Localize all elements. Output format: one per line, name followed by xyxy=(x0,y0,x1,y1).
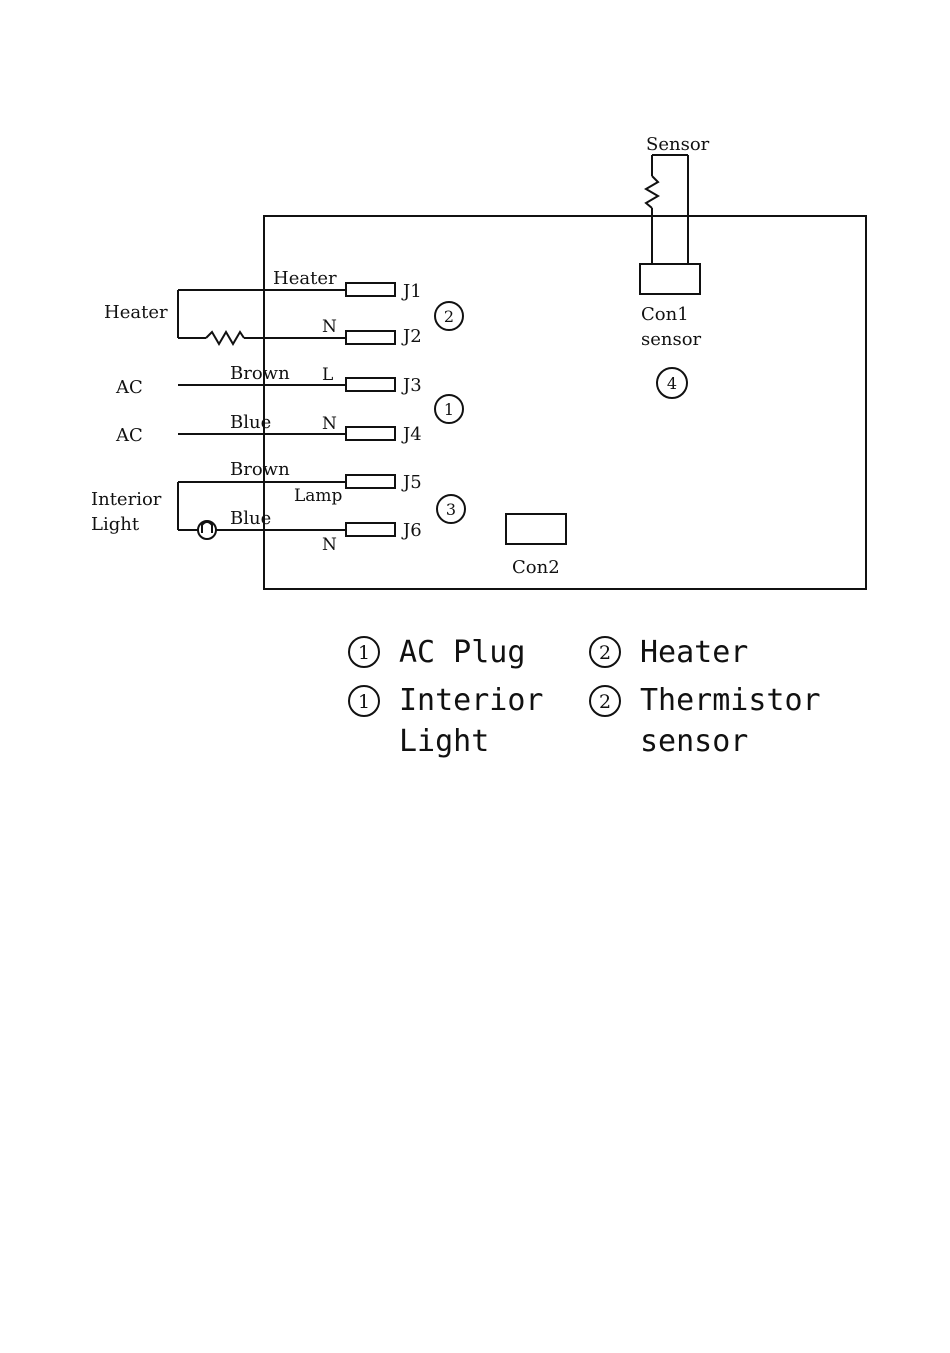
terminal-j4 xyxy=(346,427,395,440)
terminal-label-j2: J2 xyxy=(401,326,422,347)
callout-light: 3 xyxy=(437,495,465,523)
sensor-label: Sensor xyxy=(646,134,710,155)
interior-label: Interior xyxy=(91,489,162,510)
con1-sensor-label: sensor xyxy=(641,329,702,350)
terminal-j3 xyxy=(346,378,395,391)
svg-text:Thermistor: Thermistor xyxy=(640,683,821,718)
brown-j5-label: Brown xyxy=(230,459,290,480)
svg-text:sensor: sensor xyxy=(640,724,748,759)
svg-text:1: 1 xyxy=(358,642,370,664)
heater-wire-label: Heater xyxy=(273,268,337,289)
svg-text:1: 1 xyxy=(358,691,370,713)
n-j2-label: N xyxy=(322,317,337,337)
sensor-probe xyxy=(646,155,688,266)
ac-label-2: AC xyxy=(115,425,143,446)
svg-text:4: 4 xyxy=(667,374,677,393)
con2-connector xyxy=(506,514,566,544)
brown-j3-label: Brown xyxy=(230,363,290,384)
n-j4-label: N xyxy=(322,414,337,434)
blue-j4-label: Blue xyxy=(230,412,271,433)
svg-text:Heater: Heater xyxy=(640,635,748,670)
svg-text:2: 2 xyxy=(444,307,454,326)
lamp-icon xyxy=(198,521,216,539)
legend: 1 AC Plug 2 Heater 1 Interior Light 2 Th… xyxy=(349,635,821,759)
heater-resistor-icon xyxy=(206,332,244,344)
ac-label-1: AC xyxy=(115,377,143,398)
legend-item-heater: 2 Heater xyxy=(590,635,748,670)
legend-item-thermistor-sensor: 2 Thermistor sensor xyxy=(590,683,821,759)
callout-heater: 2 xyxy=(435,302,463,330)
legend-item-interior-light: 1 Interior Light xyxy=(349,683,544,759)
thermistor-icon xyxy=(646,176,658,208)
legend-item-ac-plug: 1 AC Plug xyxy=(349,635,525,670)
terminal-label-j4: J4 xyxy=(401,424,422,445)
svg-text:3: 3 xyxy=(446,500,456,519)
terminal-label-j6: J6 xyxy=(401,520,422,541)
con2-label: Con2 xyxy=(512,557,560,578)
terminal-label-j5: J5 xyxy=(401,472,422,493)
svg-text:Light: Light xyxy=(399,724,489,759)
light-label: Light xyxy=(91,514,140,535)
terminal-j6 xyxy=(346,523,395,536)
svg-text:2: 2 xyxy=(599,691,611,713)
terminal-j2 xyxy=(346,331,395,344)
callout-ac: 1 xyxy=(435,395,463,423)
terminal-label-j3: J3 xyxy=(401,375,422,396)
terminal-j5 xyxy=(346,475,395,488)
svg-text:AC Plug: AC Plug xyxy=(399,635,525,670)
l-j3-label: L xyxy=(322,365,333,385)
heater-side-label: Heater xyxy=(104,302,168,323)
con1-label: Con1 xyxy=(641,304,689,325)
svg-text:1: 1 xyxy=(444,400,454,419)
heater-circuit xyxy=(178,290,346,344)
callout-sensor: 4 xyxy=(657,368,687,398)
svg-text:Interior: Interior xyxy=(399,683,544,718)
con1-connector xyxy=(640,264,700,294)
terminal-j1 xyxy=(346,283,395,296)
terminal-label-j1: J1 xyxy=(401,281,422,302)
blue-j6-label: Blue xyxy=(230,508,271,529)
svg-text:2: 2 xyxy=(599,642,611,664)
terminal-blocks xyxy=(346,283,395,536)
lamp-label: Lamp xyxy=(294,486,343,506)
n-j6-label: N xyxy=(322,535,337,555)
